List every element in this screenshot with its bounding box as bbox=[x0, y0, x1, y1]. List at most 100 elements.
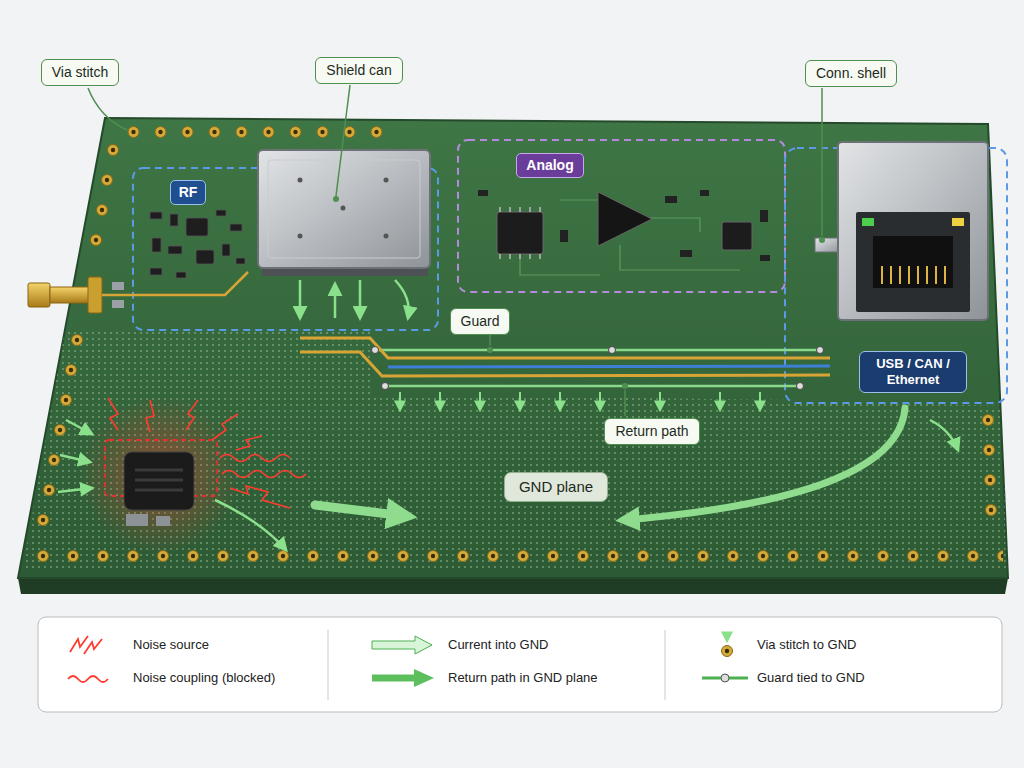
noise-wave-icon bbox=[68, 676, 108, 682]
smd-part bbox=[156, 516, 170, 526]
guard-via-icon bbox=[721, 674, 729, 682]
led-yellow bbox=[952, 218, 964, 226]
node-text: Return path bbox=[615, 423, 688, 440]
zone-badge: USB / CAN / Ethernet bbox=[859, 351, 967, 393]
via bbox=[49, 455, 60, 466]
plane-label: GND plane bbox=[504, 472, 608, 502]
zone-badge: RF bbox=[170, 180, 207, 205]
shield-hole bbox=[341, 206, 346, 211]
shield-hole bbox=[298, 178, 303, 183]
port-opening bbox=[873, 236, 953, 288]
node-text: USB / CAN / Ethernet bbox=[868, 356, 958, 388]
current-arrow bbox=[215, 500, 286, 550]
leader-line bbox=[336, 85, 350, 196]
legend-frame bbox=[38, 617, 1002, 712]
current-arrow bbox=[479, 392, 481, 410]
shield-can bbox=[258, 150, 430, 276]
noise-zigzag bbox=[108, 398, 118, 430]
noise-zigzag bbox=[236, 436, 262, 450]
via bbox=[61, 395, 72, 406]
analog-zone bbox=[458, 140, 785, 292]
pad bbox=[112, 300, 124, 308]
via bbox=[97, 205, 108, 216]
current-arrow bbox=[930, 420, 958, 450]
return-arrow bbox=[315, 505, 405, 516]
smd-part bbox=[216, 210, 226, 216]
current-arrow bbox=[599, 392, 601, 410]
noise-source-icon bbox=[70, 636, 102, 654]
smd-ic bbox=[186, 218, 208, 236]
ic-pins bbox=[500, 207, 540, 259]
node-text: Analog bbox=[526, 157, 573, 174]
rf-trace bbox=[102, 272, 248, 295]
smd-part bbox=[152, 238, 161, 252]
sma-nut bbox=[28, 283, 50, 307]
current-arrow bbox=[359, 280, 362, 318]
smd-part bbox=[150, 268, 162, 275]
smd-part bbox=[126, 514, 148, 526]
smd-part bbox=[176, 272, 186, 278]
leader-line bbox=[624, 390, 626, 416]
signal-trace bbox=[300, 338, 830, 358]
current-arrow bbox=[66, 420, 92, 434]
current-arrow bbox=[60, 455, 90, 462]
leader-line bbox=[489, 335, 491, 346]
callout-label: Shield can bbox=[315, 57, 402, 84]
port-pins bbox=[882, 266, 945, 284]
via bbox=[984, 445, 995, 456]
smd-part bbox=[665, 196, 677, 203]
shield-rim bbox=[268, 160, 420, 258]
opamp-symbol bbox=[598, 192, 652, 246]
analog-components bbox=[478, 190, 770, 275]
return-arrow-icon bbox=[414, 669, 434, 687]
noise-source bbox=[80, 395, 240, 555]
analog-ic bbox=[722, 222, 752, 250]
shield-hole bbox=[384, 234, 389, 239]
board-surface bbox=[18, 118, 1008, 578]
smd-part bbox=[168, 246, 182, 254]
via-icon bbox=[722, 646, 733, 657]
guard-trace bbox=[385, 385, 800, 388]
via bbox=[44, 485, 55, 496]
noise-wave bbox=[222, 471, 306, 478]
legend-text: Guard tied to GND bbox=[757, 670, 865, 686]
node-text: RF bbox=[179, 184, 198, 201]
legend-text: Noise source bbox=[133, 637, 209, 653]
via-arrow-icon bbox=[726, 632, 728, 641]
noise-zigzag bbox=[212, 414, 238, 440]
via bbox=[66, 365, 77, 376]
callout-label: Guard bbox=[450, 308, 511, 335]
legend-text: Via stitch to GND bbox=[757, 637, 856, 653]
smd-part bbox=[760, 255, 770, 261]
current-arrow bbox=[58, 488, 92, 492]
connector-shell bbox=[838, 142, 988, 320]
return-arrow-icon bbox=[372, 675, 416, 682]
current-arrow bbox=[719, 392, 721, 410]
callout-label: Conn. shell bbox=[805, 60, 897, 87]
via bbox=[985, 475, 996, 486]
pad bbox=[112, 282, 124, 290]
via bbox=[108, 145, 119, 156]
rf-components bbox=[150, 210, 245, 278]
return-arrows bbox=[400, 392, 760, 410]
port-frame bbox=[856, 212, 970, 312]
guard-via bbox=[609, 347, 616, 354]
noise-zigzag bbox=[230, 486, 290, 508]
shield-hole bbox=[384, 178, 389, 183]
leader-line bbox=[88, 88, 127, 130]
smd-part bbox=[150, 212, 162, 219]
inductor-winding bbox=[135, 470, 183, 490]
led-green bbox=[862, 218, 874, 226]
leader-dot bbox=[622, 383, 628, 389]
inductor bbox=[124, 452, 194, 510]
smd-part bbox=[700, 190, 709, 196]
leader-lines bbox=[88, 85, 822, 416]
via bbox=[55, 425, 66, 436]
smd-ic bbox=[196, 250, 214, 264]
legend-text: Noise coupling (blocked) bbox=[133, 670, 275, 686]
via bbox=[38, 515, 49, 526]
legend-divider bbox=[665, 630, 666, 700]
via bbox=[72, 335, 83, 346]
smd-part bbox=[478, 190, 488, 196]
